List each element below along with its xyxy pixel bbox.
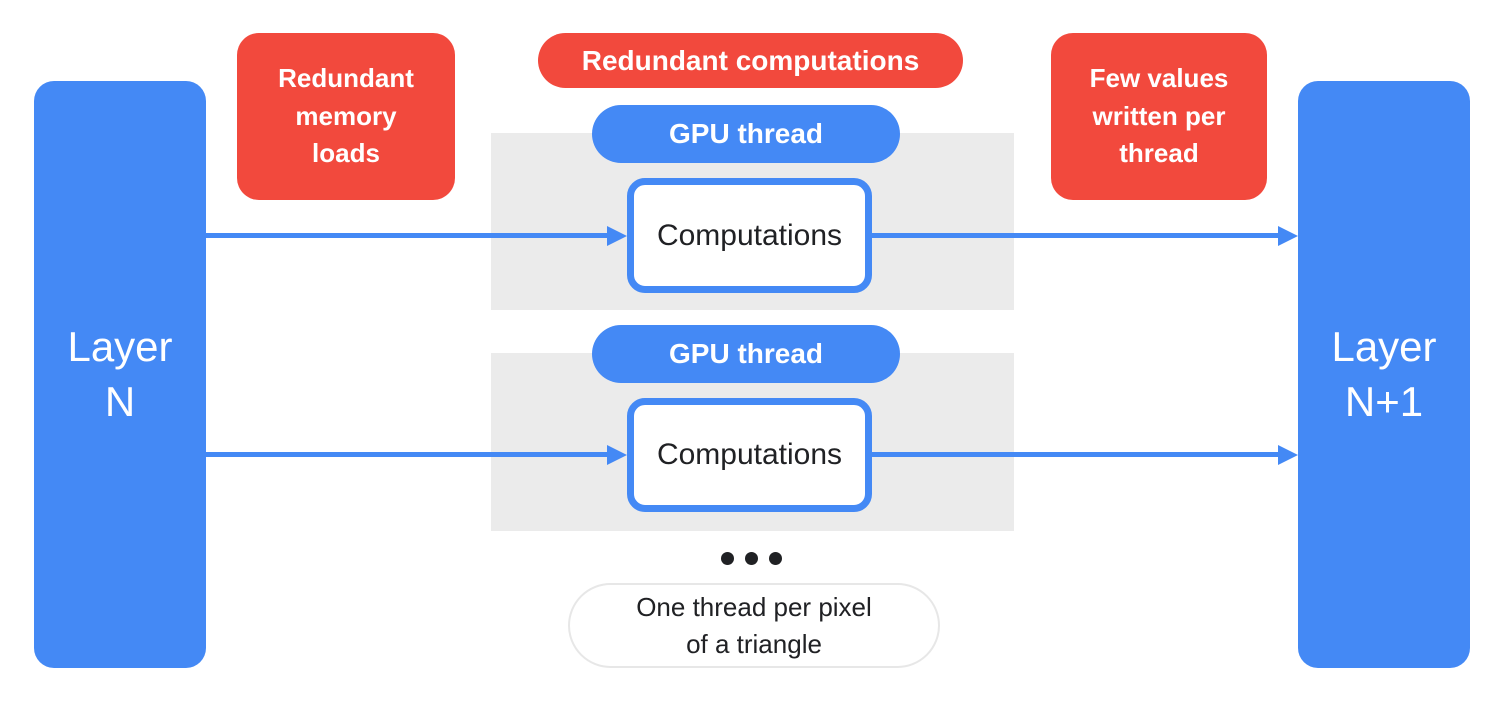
arrowhead-layer-n1-top — [1278, 226, 1298, 246]
arrow-layer-n-to-computations-1 — [206, 233, 607, 238]
redundant-memory-loads-note: Redundant memory loads — [237, 33, 455, 200]
redundant-computations-note: Redundant computations — [538, 33, 963, 88]
arrow-computations-2-to-layer-n1 — [872, 452, 1278, 457]
layer-n-box: Layer N — [34, 81, 206, 668]
arrowhead-layer-n1-bottom — [1278, 445, 1298, 465]
computations-box-1: Computations — [627, 178, 872, 293]
few-values-written-note: Few values written per thread — [1051, 33, 1267, 200]
arrowhead-computations-1 — [607, 226, 627, 246]
ellipsis-dot — [745, 552, 758, 565]
layer-n1-box: Layer N+1 — [1298, 81, 1470, 668]
ellipsis-dots — [721, 552, 782, 565]
one-thread-per-pixel-caption: One thread per pixel of a triangle — [568, 583, 940, 668]
gpu-thread-pill-1: GPU thread — [592, 105, 900, 163]
computations-box-2: Computations — [627, 398, 872, 512]
arrow-computations-1-to-layer-n1 — [872, 233, 1278, 238]
gpu-thread-pill-2: GPU thread — [592, 325, 900, 383]
arrow-layer-n-to-computations-2 — [206, 452, 607, 457]
ellipsis-dot — [721, 552, 734, 565]
arrowhead-computations-2 — [607, 445, 627, 465]
ellipsis-dot — [769, 552, 782, 565]
